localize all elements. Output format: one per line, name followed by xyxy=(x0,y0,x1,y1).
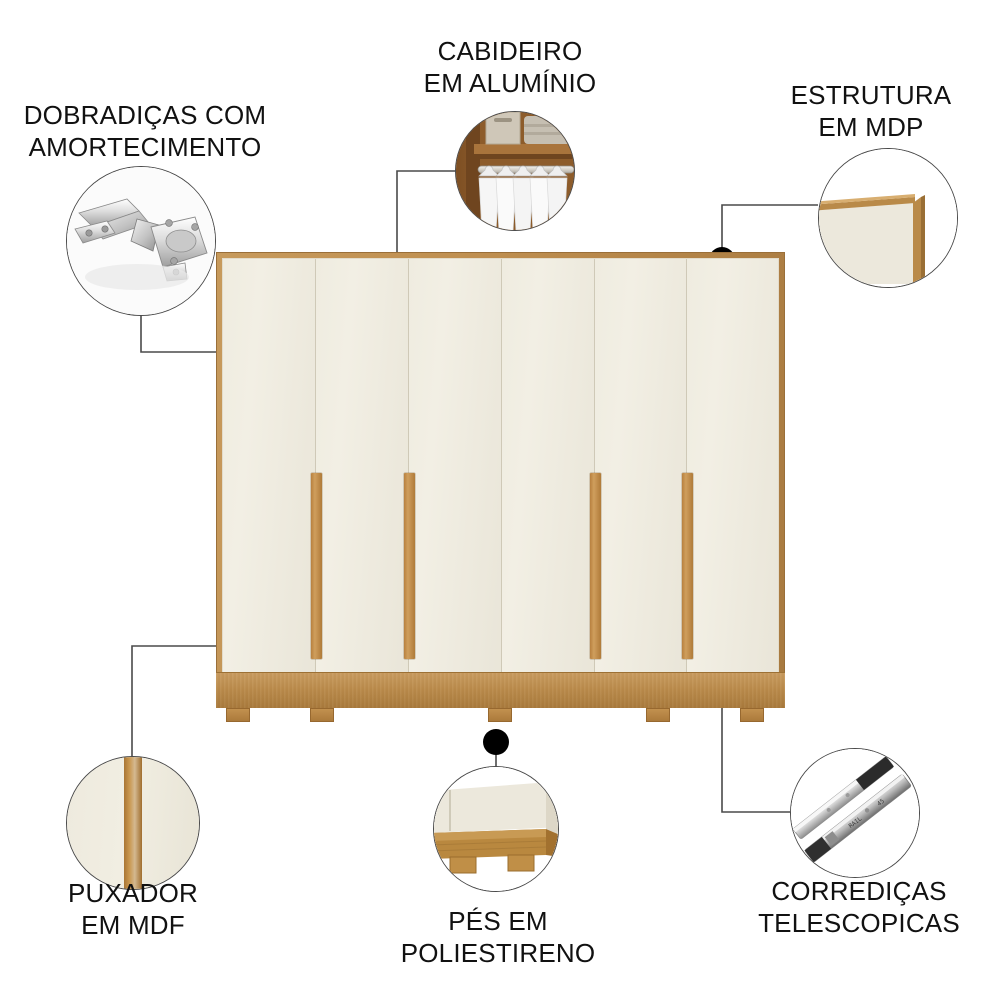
wardrobe-door xyxy=(403,259,502,706)
callout-label-handle: PUXADOR EM MDF xyxy=(68,878,198,940)
wardrobe-foot xyxy=(740,708,764,722)
wardrobe-carcass xyxy=(216,252,785,708)
closet-rail-icon xyxy=(456,112,574,230)
door-handle xyxy=(589,473,601,659)
callout-label-hinges: DOBRADIÇAS COM AMORTECIMENTO xyxy=(23,100,267,162)
handle-icon xyxy=(67,757,199,889)
dot-feet xyxy=(483,729,509,755)
wardrobe-doors xyxy=(222,258,779,707)
wardrobe-foot xyxy=(488,708,512,722)
handle-bar xyxy=(124,757,142,889)
panel-corner-icon xyxy=(819,149,957,287)
callout-circle-slides: RAIL 45 xyxy=(790,748,920,878)
door-handle xyxy=(310,473,322,659)
wardrobe-plinth xyxy=(216,672,785,708)
wardrobe-foot xyxy=(310,708,334,722)
wardrobe-foot xyxy=(226,708,250,722)
wardrobe-foot xyxy=(646,708,670,722)
callout-label-structure: ESTRUTURA EM MDP xyxy=(790,80,952,142)
wardrobe-door xyxy=(682,259,778,706)
callout-label-feet: PÉS EM POLIESTIRENO xyxy=(400,906,596,968)
hinge-icon xyxy=(67,167,215,315)
wardrobe-door xyxy=(223,259,316,706)
callout-label-hanger-rail: CABIDEIRO EM ALUMÍNIO xyxy=(423,36,597,98)
wardrobe-door xyxy=(501,259,595,706)
foot-icon xyxy=(434,767,558,891)
wardrobe-illustration xyxy=(216,252,785,722)
callout-circle-structure xyxy=(818,148,958,288)
callout-label-slides: CORREDIÇAS TELESCOPICAS xyxy=(758,876,960,938)
door-handle xyxy=(682,473,694,659)
callout-circle-hanger-rail xyxy=(455,111,575,231)
callout-circle-hinges xyxy=(66,166,216,316)
svg-text:45: 45 xyxy=(876,798,886,808)
drawer-slide-icon: RAIL 45 xyxy=(791,749,919,877)
door-handle xyxy=(403,473,415,659)
wardrobe-door xyxy=(310,259,409,706)
wardrobe-door xyxy=(589,259,688,706)
callout-circle-feet xyxy=(433,766,559,892)
callout-circle-handle xyxy=(66,756,200,890)
